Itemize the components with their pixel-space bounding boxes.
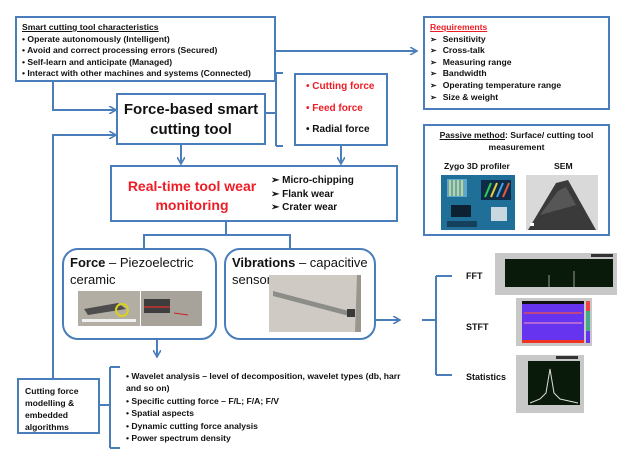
algorithm-item: • Dynamic cutting force analysis xyxy=(126,420,258,431)
brace-algorithms xyxy=(100,366,120,449)
stft-plot xyxy=(516,298,592,346)
monitoring-title-line2: monitoring xyxy=(155,197,229,213)
characteristic-item: • Self-learn and anticipate (Managed) xyxy=(22,56,173,67)
arrow-to-smart-tool xyxy=(52,82,116,110)
characteristics-box: Smart cutting tool characteristics • Ope… xyxy=(15,16,276,82)
requirement-item: Measuring range xyxy=(430,57,561,69)
force-item-cutting: • Cutting force xyxy=(306,81,375,92)
requirement-item: Sensitivity xyxy=(430,34,561,46)
requirements-title: Requirements xyxy=(430,22,488,32)
force-item-feed: • Feed force xyxy=(306,103,363,114)
algorithm-item: • Spatial aspects xyxy=(126,408,194,419)
piezo-sensor-photo xyxy=(78,291,202,326)
smart-tool-title-line2: cutting tool xyxy=(150,121,232,138)
algorithm-item: • Specific cutting force – F/L; F/A; F/V xyxy=(126,395,279,406)
characteristic-item: • Interact with other machines and syste… xyxy=(22,68,251,78)
passive-title: Passive method: Surface/ cutting tool xyxy=(439,130,594,140)
fft-plot xyxy=(495,253,617,295)
statistics-label: Statistics xyxy=(466,372,507,382)
wear-type-item: ➢ Crater wear xyxy=(271,202,338,213)
passive-title-line2: measurement xyxy=(488,141,545,152)
vibration-sensor-box: Vibrations – capacitive sensor xyxy=(224,248,376,340)
fft-label: FFT xyxy=(466,271,483,281)
monitoring-title-line1: Real-time tool wear xyxy=(127,178,257,194)
sem-image xyxy=(526,175,598,230)
modelling-line: algorithms xyxy=(25,422,69,432)
force-item-radial: • Radial force xyxy=(306,124,370,135)
smart-tool-box: Force-based smart cutting tool xyxy=(116,93,266,145)
characteristic-item: • Avoid and correct processing errors (S… xyxy=(22,45,218,55)
algorithm-item: • Wavelet analysis – level of decomposit… xyxy=(126,371,401,381)
brace-signal-processing xyxy=(422,275,452,376)
capacitive-sensor-photo xyxy=(269,275,361,332)
requirement-item: Bandwidth xyxy=(430,68,561,80)
force-sensor-title: Force – Piezoelectric xyxy=(70,255,194,270)
forces-box: • Cutting force • Feed force • Radial fo… xyxy=(294,73,388,146)
requirement-item: Operating temperature range xyxy=(430,80,561,92)
passive-method-box: Passive method: Surface/ cutting tool me… xyxy=(423,124,610,236)
force-sensor-box: Force – Piezoelectric ceramic xyxy=(62,248,217,340)
wear-type-item: ➢ Micro-chipping xyxy=(271,175,354,186)
brace-forces xyxy=(265,72,283,147)
characteristic-item: • Operate autonomously (Intelligent) xyxy=(22,33,170,44)
characteristics-title: Smart cutting tool characteristics xyxy=(22,22,159,32)
vibration-sensor-title-line2: sensor xyxy=(232,272,272,287)
algorithms-list: • Wavelet analysis – level of decomposit… xyxy=(126,370,400,444)
requirements-box: Requirements Sensitivity Cross-talk Meas… xyxy=(423,16,610,110)
modelling-line: Cutting force xyxy=(25,386,79,396)
algorithm-item-continued: and so on) xyxy=(126,383,170,394)
modelling-box: Cutting force modelling & embedded algor… xyxy=(17,378,100,434)
requirement-item: Size & weight xyxy=(430,92,561,104)
modelling-line: embedded xyxy=(25,410,68,420)
modelling-line: modelling & xyxy=(25,398,75,408)
stft-label: STFT xyxy=(466,322,489,332)
wear-type-item: ➢ Flank wear xyxy=(271,188,334,200)
statistics-histogram-plot xyxy=(516,355,584,413)
algorithm-item: • Power spectrum density xyxy=(126,433,231,444)
sem-label: SEM xyxy=(554,161,573,171)
zygo-label: Zygo 3D profiler xyxy=(444,161,510,171)
vibration-sensor-title: Vibrations – capacitive xyxy=(232,255,368,270)
requirement-item: Cross-talk xyxy=(430,45,561,57)
zygo-profiler-image xyxy=(441,175,515,230)
connector-to-sensors xyxy=(143,222,291,248)
monitoring-box: Real-time tool wear monitoring ➢ Micro-c… xyxy=(110,165,398,222)
force-sensor-title-line2: ceramic xyxy=(70,272,116,287)
smart-tool-title-line1: Force-based smart xyxy=(123,101,259,118)
